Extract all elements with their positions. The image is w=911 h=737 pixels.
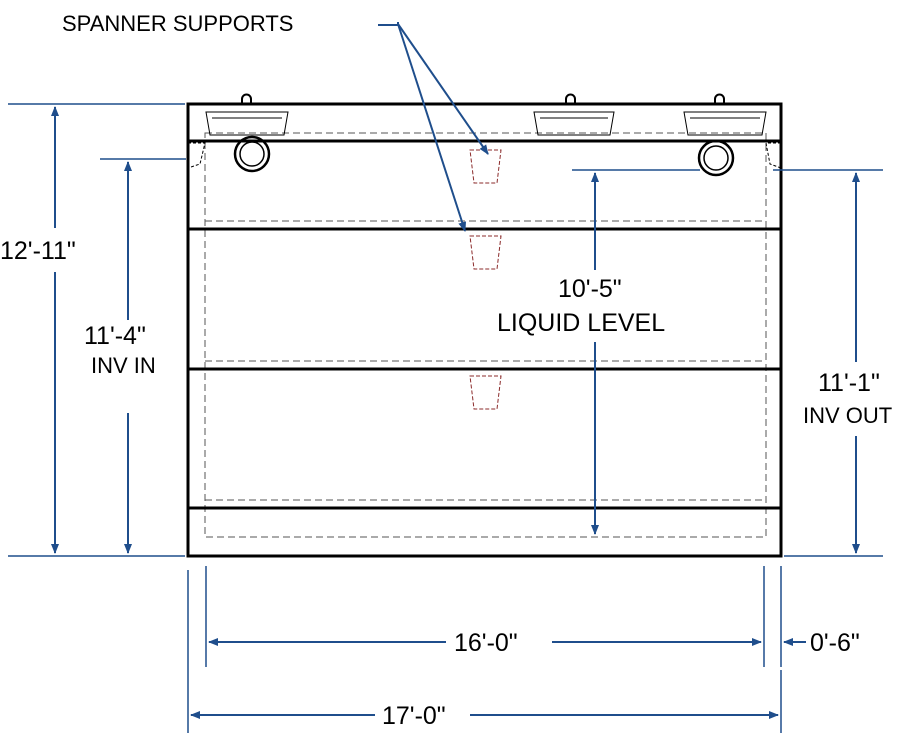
callout-leader-middle	[397, 23, 467, 232]
lifting-loop-1-icon	[241, 93, 252, 104]
inv-out-label: INV OUT	[803, 403, 892, 428]
inlet-pipe-icon	[233, 135, 271, 173]
overall-width-value: 17'-0"	[382, 702, 446, 730]
inv-in-dimension: 11'-4" INV IN	[84, 158, 186, 554]
tank-body	[186, 93, 783, 558]
spanner-support-lower	[469, 375, 502, 410]
liquid-level-label: LIQUID LEVEL	[497, 309, 665, 337]
overall-height-dimension: 12'-11"	[0, 103, 185, 557]
callout-leader-tail	[378, 22, 399, 26]
spanner-support-middle	[469, 235, 502, 270]
inv-out-value: 11'-1"	[818, 369, 880, 397]
inner-wall-hidden-line	[204, 132, 767, 538]
wall-knockout-left	[187, 142, 206, 169]
top-opening-left	[205, 111, 289, 136]
spanner-supports-callout: SPANNER SUPPORTS	[62, 11, 489, 232]
inner-width-value: 16'-0"	[454, 629, 518, 657]
spanner-support-upper	[469, 149, 502, 184]
overall-height-value: 12'-11"	[0, 237, 76, 265]
inner-width-dimension: 16'-0"	[205, 566, 782, 667]
inv-in-label: INV IN	[91, 353, 156, 378]
liquid-level-value: 10'-5"	[558, 275, 622, 303]
outlet-pipe-icon	[697, 139, 735, 177]
callout-text: SPANNER SUPPORTS	[62, 11, 293, 36]
tank-outline	[186, 102, 783, 558]
inv-out-dimension: 11'-1" INV OUT	[773, 169, 892, 557]
wall-offset-dimension: 0'-6"	[783, 629, 860, 657]
top-opening-middle	[533, 111, 615, 136]
callout-leader-upper	[397, 23, 489, 155]
top-opening-right	[683, 111, 767, 136]
overall-width-dimension: 17'-0"	[187, 570, 782, 733]
inv-in-value: 11'-4"	[84, 322, 146, 350]
wall-knockout-right	[765, 142, 782, 169]
lifting-loop-2-icon	[565, 93, 576, 104]
wall-offset-value: 0'-6"	[810, 629, 860, 657]
lifting-loop-3-icon	[714, 93, 725, 104]
liquid-level-dimension: 10'-5" LIQUID LEVEL	[497, 169, 700, 535]
